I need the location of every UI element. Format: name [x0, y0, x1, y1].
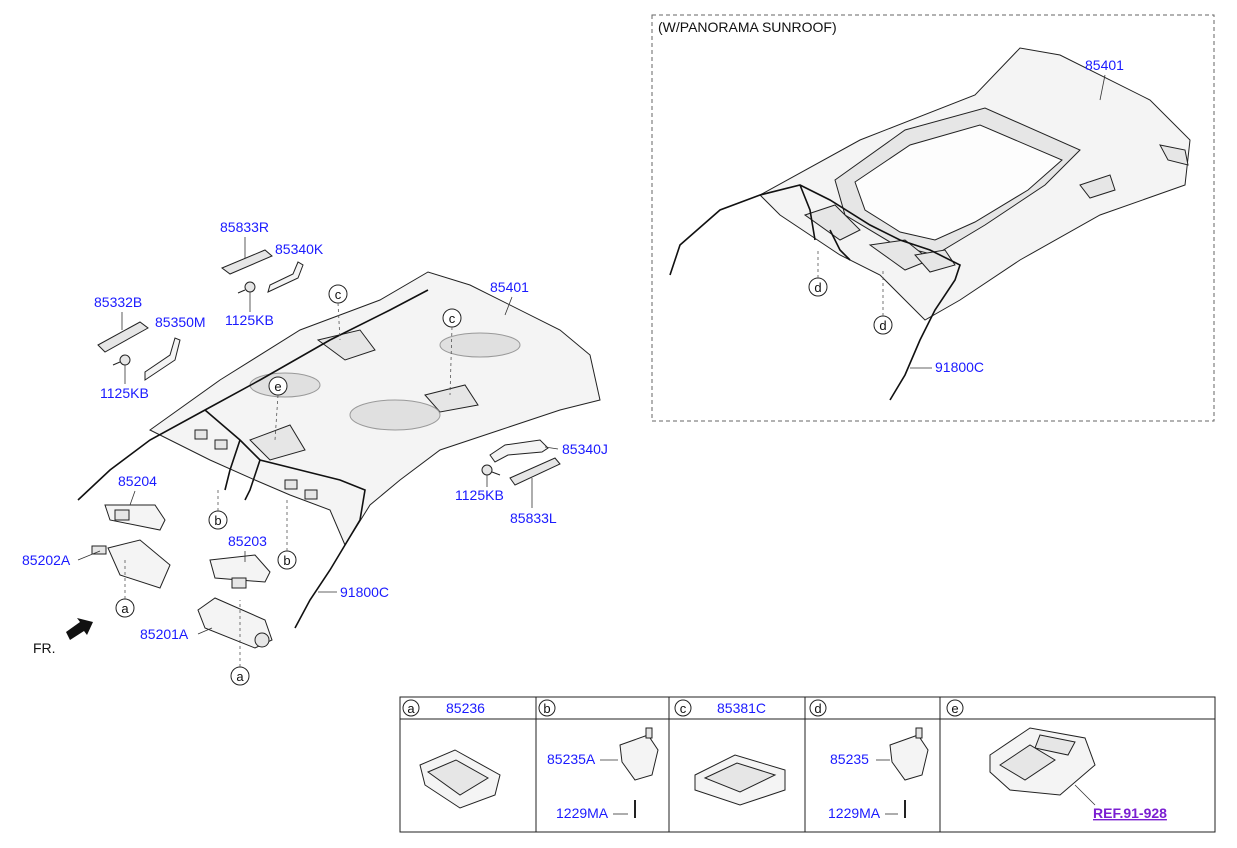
detail-cell-c[interactable]: c 85381C	[674, 699, 786, 806]
label-85332B[interactable]: 85332B	[94, 294, 142, 310]
callout-c1: c	[335, 287, 342, 302]
label-85204[interactable]: 85204	[118, 473, 157, 489]
sunroof-headliner[interactable]	[759, 47, 1191, 321]
label-85401[interactable]: 85401	[490, 279, 529, 295]
detail-letter-a: a	[407, 701, 415, 716]
label-1125KB-upper[interactable]: 1125KB	[225, 312, 274, 328]
callout-d1: d	[814, 280, 821, 295]
detail-letter-e: e	[951, 701, 958, 716]
detail-part-85235A[interactable]: 85235A	[547, 751, 596, 767]
main-callouts: c c e b b a a	[115, 284, 462, 686]
detail-table: a 85236 b 85235A 1229MA c 85381C	[399, 696, 1216, 833]
detail-cell-b[interactable]: b 85235A 1229MA	[538, 699, 659, 821]
bracket-85833L[interactable]	[509, 457, 561, 486]
detail-part-85236[interactable]: 85236	[446, 700, 485, 716]
main-wiring-harness[interactable]	[77, 289, 429, 629]
reference-link-91-928[interactable]: REF.91-928	[1093, 805, 1167, 821]
sunroof-frame	[651, 14, 1215, 422]
label-85833L[interactable]: 85833L	[510, 510, 557, 526]
visor-85201A[interactable]	[197, 597, 273, 649]
visor-85203[interactable]	[209, 554, 271, 589]
detail-part-1229MA-b[interactable]: 1229MA	[556, 805, 609, 821]
visor-85204[interactable]	[104, 504, 166, 531]
label-85340K[interactable]: 85340K	[275, 241, 324, 257]
bracket-85332B[interactable]	[97, 321, 149, 353]
detail-letter-d: d	[814, 701, 821, 716]
label-85833R[interactable]: 85833R	[220, 219, 269, 235]
detail-letter-b: b	[543, 701, 550, 716]
callout-a1: a	[121, 601, 129, 616]
label-85202A[interactable]: 85202A	[22, 552, 71, 568]
callout-b2: b	[283, 553, 290, 568]
detail-part-1229MA-d[interactable]: 1229MA	[828, 805, 881, 821]
callout-a2: a	[236, 669, 244, 684]
bolt-1125KB-upper[interactable]	[237, 281, 256, 294]
callout-e: e	[274, 379, 281, 394]
sunroof-title: (W/PANORAMA SUNROOF)	[658, 19, 837, 35]
label-85201A[interactable]: 85201A	[140, 626, 189, 642]
sunroof-inset: (W/PANORAMA SUNROOF) 85401 91800C d d	[651, 14, 1215, 422]
label-1125KB-left[interactable]: 1125KB	[100, 385, 149, 401]
grip-85350M[interactable]	[144, 337, 181, 381]
callout-c2: c	[449, 311, 456, 326]
sunroof-label-85401[interactable]: 85401	[1085, 57, 1124, 73]
detail-part-85381C[interactable]: 85381C	[717, 700, 766, 716]
callout-d2: d	[879, 318, 886, 333]
sunroof-label-91800C[interactable]: 91800C	[935, 359, 984, 375]
main-headliner[interactable]	[149, 271, 601, 547]
label-91800C[interactable]: 91800C	[340, 584, 389, 600]
detail-cell-a[interactable]: a 85236	[402, 699, 501, 809]
bolt-1125KB-left[interactable]	[112, 354, 131, 366]
fr-label: FR.	[33, 640, 56, 656]
label-85203[interactable]: 85203	[228, 533, 267, 549]
grip-85340J[interactable]	[489, 439, 549, 463]
grip-85340K[interactable]	[267, 261, 304, 293]
detail-letter-c: c	[680, 701, 687, 716]
front-arrow-icon	[66, 618, 93, 640]
front-arrow: FR.	[33, 618, 93, 656]
label-85340J[interactable]: 85340J	[562, 441, 608, 457]
visor-85202A[interactable]	[91, 539, 171, 589]
callout-b1: b	[214, 513, 221, 528]
bracket-85833R[interactable]	[221, 249, 273, 275]
label-85350M[interactable]: 85350M	[155, 314, 206, 330]
label-1125KB-right[interactable]: 1125KB	[455, 487, 504, 503]
detail-cell-e[interactable]: e REF.91-928	[946, 699, 1167, 821]
detail-cell-d[interactable]: d 85235 1229MA	[809, 699, 929, 821]
bolt-1125KB-right[interactable]	[481, 464, 501, 476]
detail-part-85235[interactable]: 85235	[830, 751, 869, 767]
sunroof-wiring-harness[interactable]	[669, 184, 961, 401]
